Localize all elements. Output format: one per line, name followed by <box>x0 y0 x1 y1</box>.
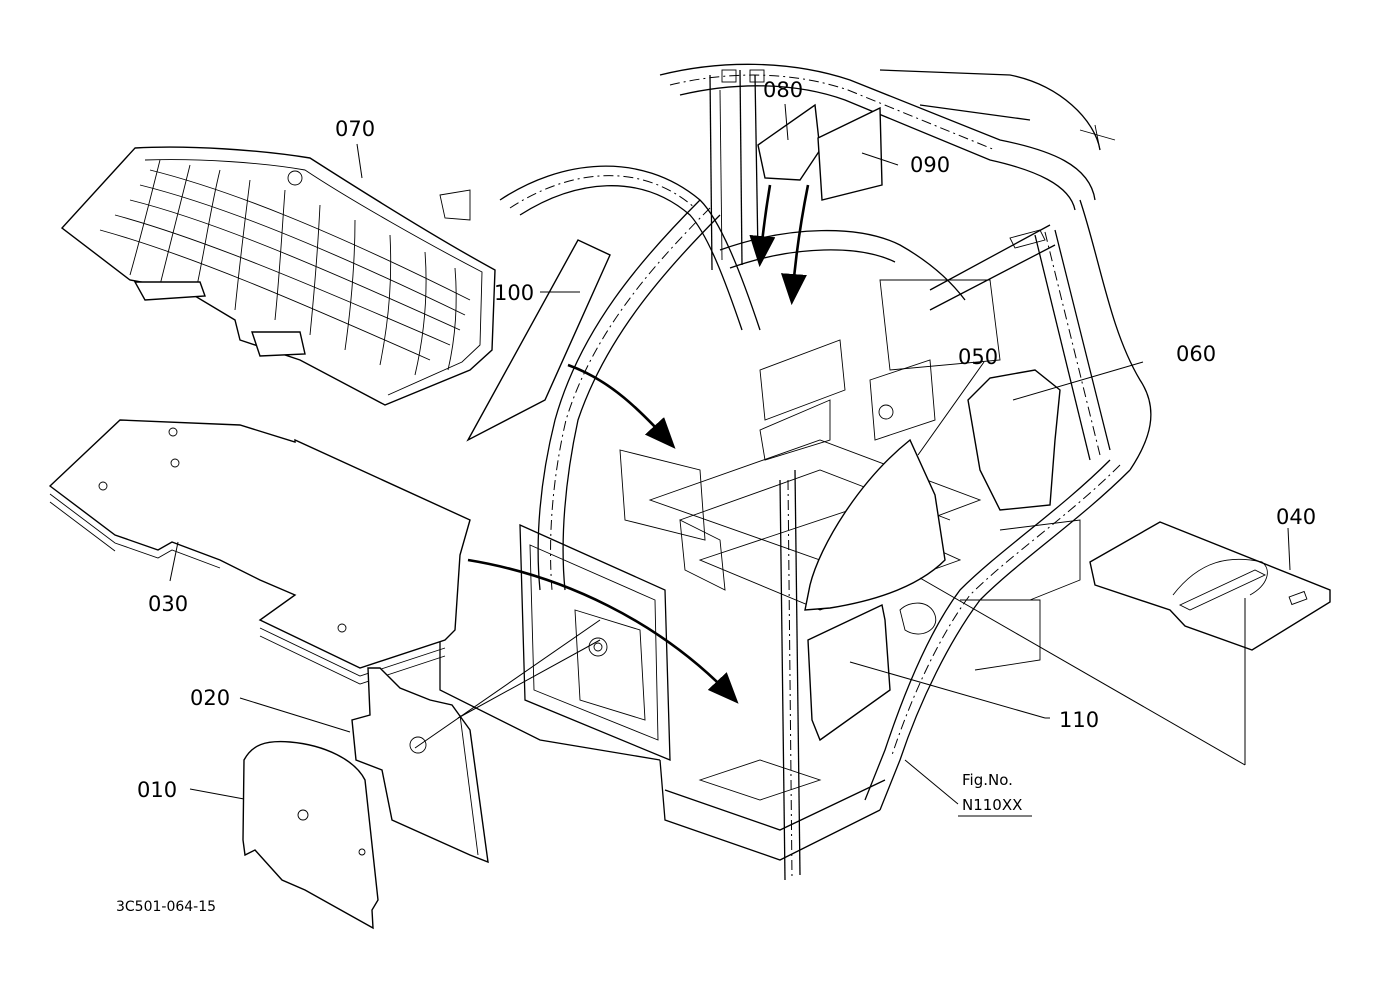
figure-caption-line1: Fig.No. <box>962 771 1013 789</box>
label-070: 070 <box>335 117 375 141</box>
label-050: 050 <box>958 345 998 369</box>
part-050-panel <box>804 438 946 611</box>
label-040: 040 <box>1276 505 1316 529</box>
mat-grid-lines <box>99 159 471 376</box>
label-090: 090 <box>910 153 950 177</box>
part-040-mat <box>1089 521 1331 651</box>
cab-frame <box>439 63 1152 881</box>
label-030: 030 <box>148 592 188 616</box>
label-060: 060 <box>1176 342 1216 366</box>
figure-caption: Fig.No. N110XX <box>962 771 1022 814</box>
part-020-panel <box>351 667 489 864</box>
part-080-panel <box>757 103 821 181</box>
part-030-mat <box>48 419 471 685</box>
label-080: 080 <box>763 78 803 102</box>
label-020: 020 <box>190 686 230 710</box>
drawing-code: 3C501-064-15 <box>116 899 216 915</box>
label-110: 110 <box>1059 708 1099 732</box>
figure-caption-line2: N110XX <box>962 796 1022 814</box>
part-110-panel <box>807 603 891 742</box>
part-070-floor-mat <box>60 146 496 406</box>
leader-lines <box>169 103 1291 817</box>
part-090-panel <box>817 106 883 201</box>
part-060-panel <box>967 369 1061 511</box>
label-010: 010 <box>137 778 177 802</box>
label-100: 100 <box>494 281 534 305</box>
assembly-arrows <box>443 184 810 704</box>
part-labels: 070 080 090 100 050 060 040 030 020 010 … <box>137 78 1316 802</box>
part-010-panel <box>242 740 379 930</box>
part-100-panel <box>466 239 611 442</box>
